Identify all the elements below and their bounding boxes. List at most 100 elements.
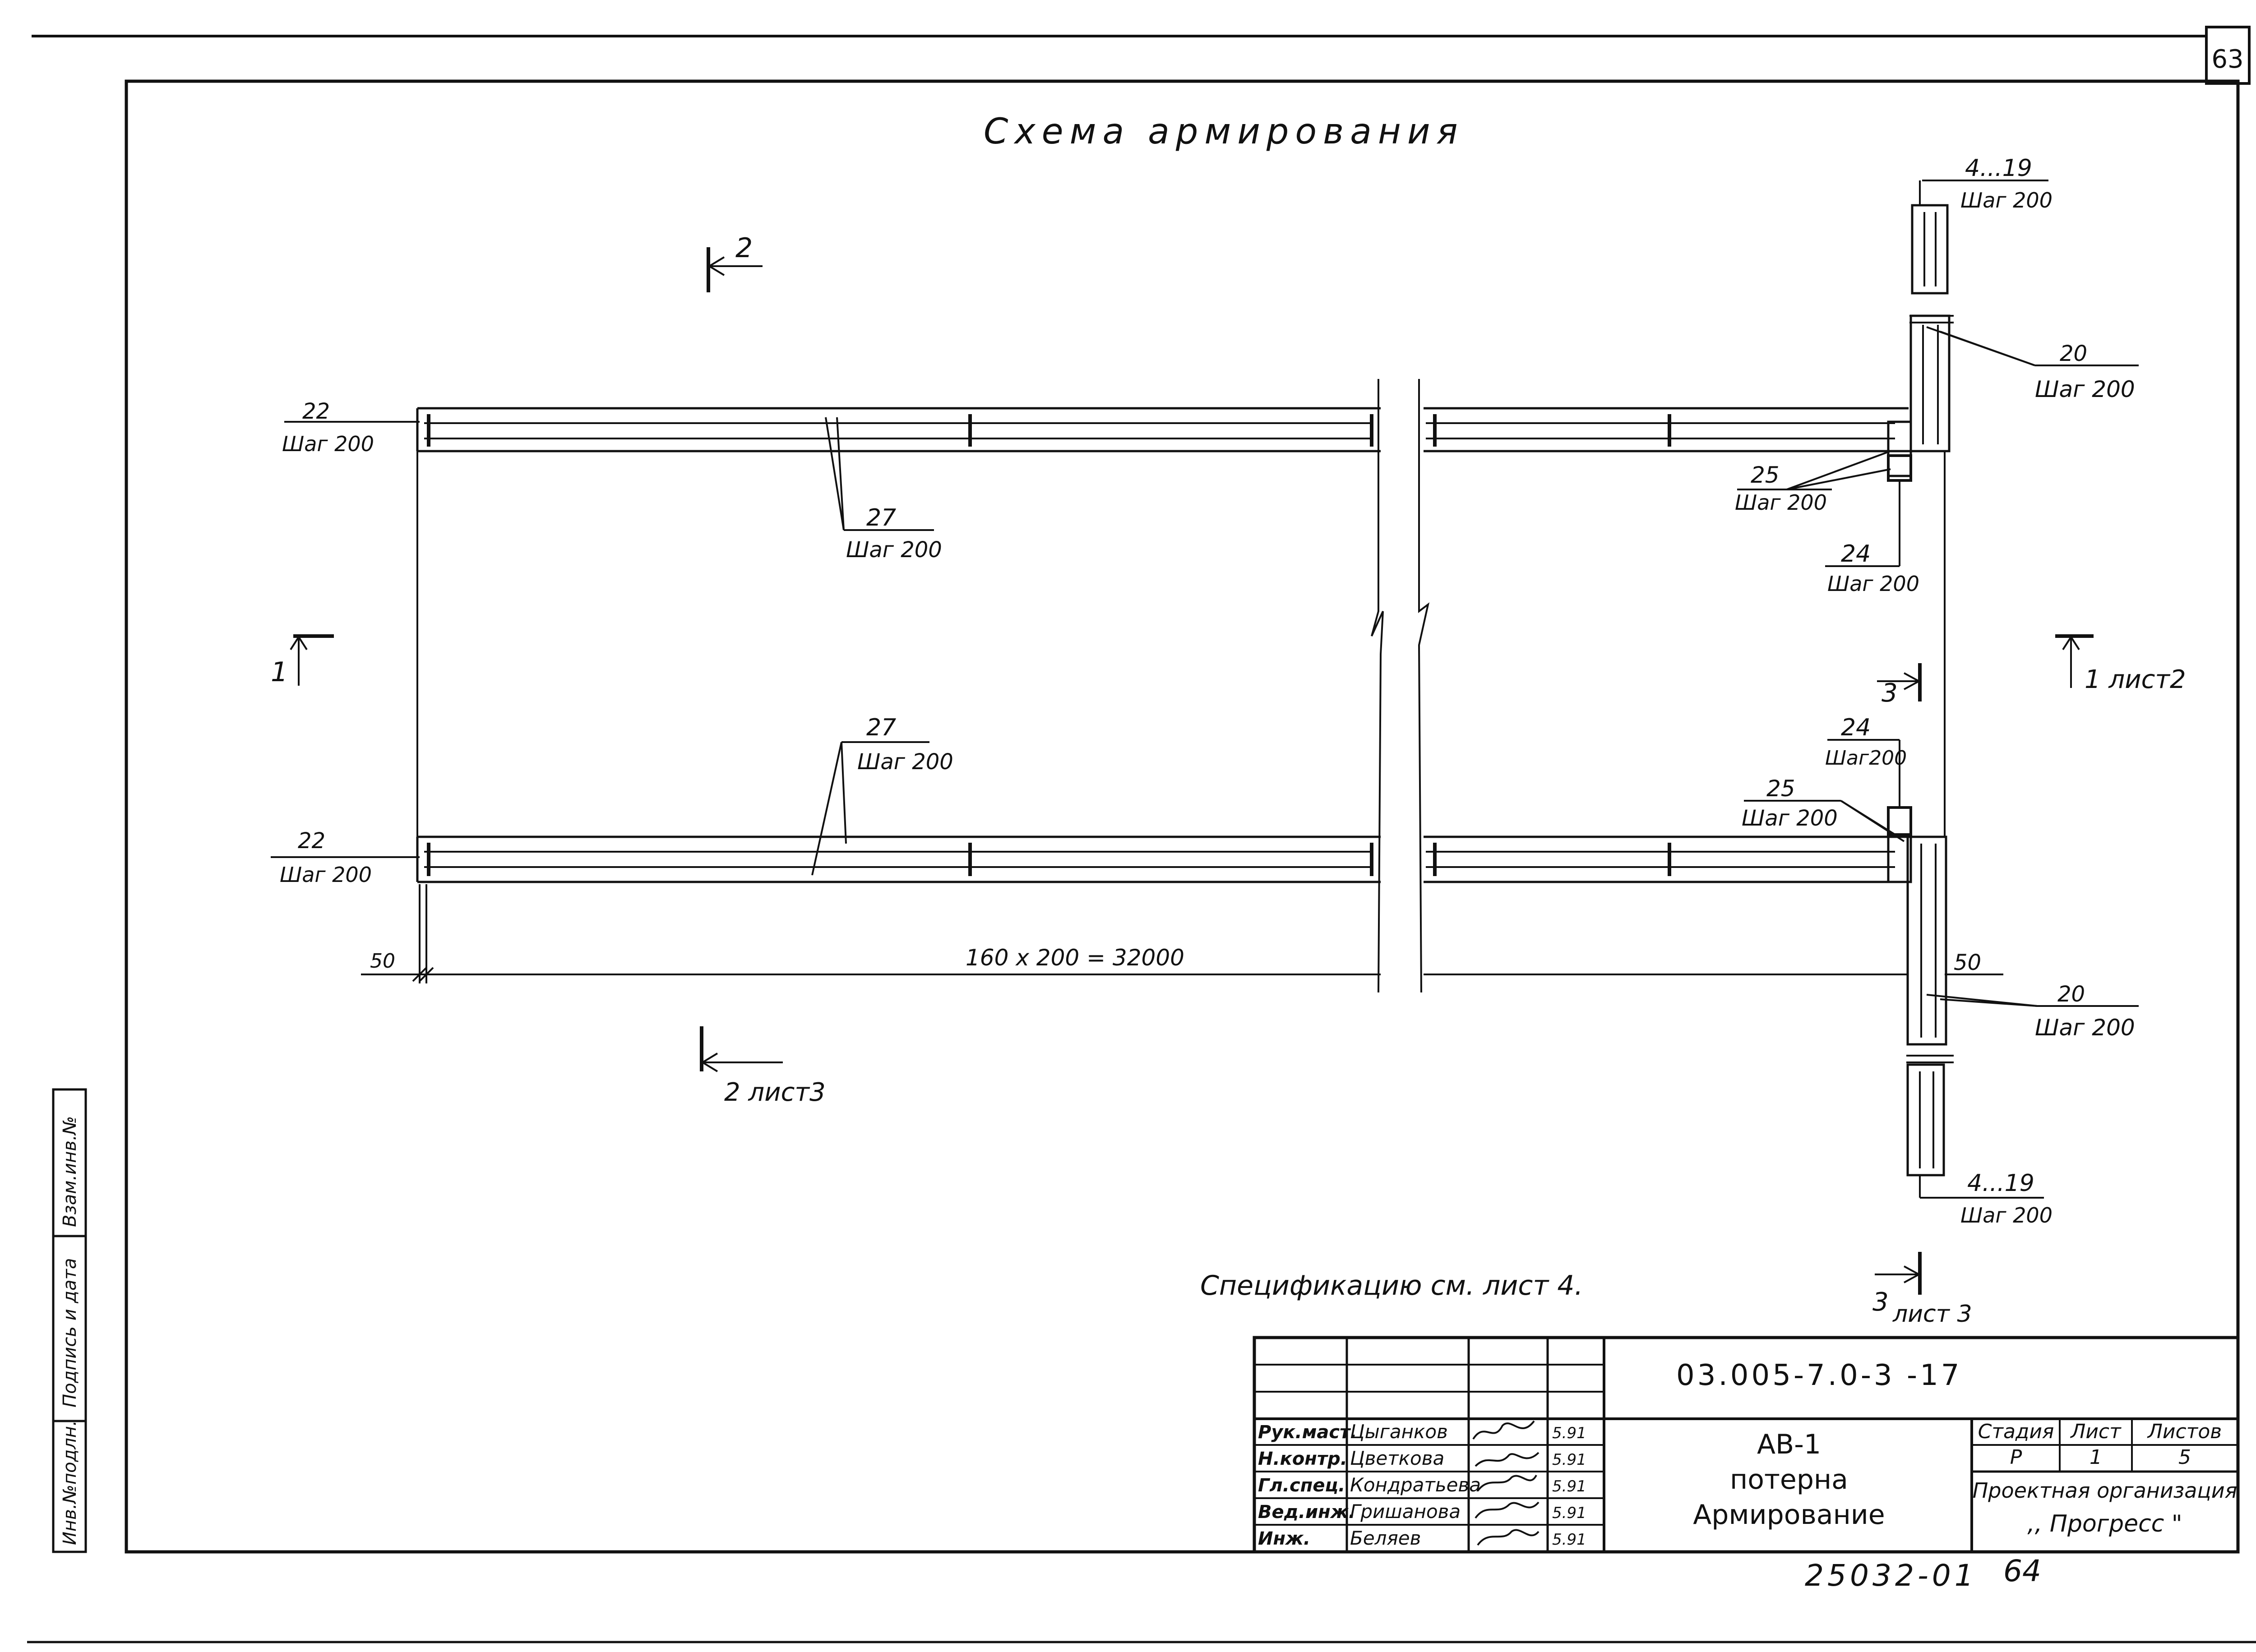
svg-text:20: 20 [2057, 982, 2085, 1007]
label-20-bottom: 20 Шаг 200 [1926, 982, 2139, 1041]
sheets-value: 5 [2178, 1446, 2191, 1469]
object-line-2: потерна [1730, 1464, 1848, 1495]
svg-text:5.91: 5.91 [1552, 1504, 1586, 1522]
svg-text:Шаг 200: Шаг 200 [1735, 490, 1827, 515]
label-20-top: 20 Шаг 200 [1926, 326, 2139, 402]
drawing-title: Схема армирования [984, 111, 1464, 152]
break-line-left [1371, 379, 1384, 993]
label-24-top: 24 Шаг 200 [1825, 540, 1919, 596]
title-block: 03.005-7.0-3 -17 АВ-1 потерна Армировани… [1253, 1336, 2240, 1554]
section-3-bottom-label: 3 [1872, 1287, 1889, 1317]
svg-text:Беляев: Беляев [1350, 1527, 1421, 1549]
svg-text:20: 20 [2060, 341, 2087, 366]
right-lower-column [1887, 740, 1954, 1198]
stage-header: Стадия [1978, 1420, 2054, 1443]
section-3-sheet-label: лист 3 [1892, 1301, 1972, 1328]
label-27-bottom: 27 Шаг 200 [811, 714, 953, 876]
svg-text:Цыганков: Цыганков [1350, 1421, 1448, 1443]
section-1-label: 1 [271, 656, 288, 688]
svg-text:27: 27 [866, 504, 896, 531]
sign-date-label: Подпись и дата [60, 1258, 80, 1407]
side-strip: Инв.№подлн. Подпись и дата Взам.инв.№ [52, 1088, 87, 1553]
label-27-top: 27 Шаг 200 [825, 417, 942, 563]
svg-text:27: 27 [866, 714, 896, 741]
right-upper-column [1887, 180, 1954, 837]
svg-text:22: 22 [298, 828, 325, 854]
org-line-2: ,, Прогресс " [2027, 1510, 2182, 1537]
object-line-1: АВ-1 [1757, 1429, 1821, 1460]
sheets-header: Листов [2147, 1420, 2222, 1443]
svg-text:Гл.спец.: Гл.спец. [1258, 1475, 1345, 1496]
stage-value: Р [2010, 1446, 2022, 1469]
svg-text:24: 24 [1841, 714, 1871, 741]
svg-text:4...19: 4...19 [1967, 1170, 2034, 1197]
svg-text:Шаг 200: Шаг 200 [2035, 1015, 2135, 1041]
sheet-header: Лист [2070, 1420, 2122, 1443]
section-mark-1-right: 1 лист2 [2055, 634, 2186, 694]
svg-text:Шаг 200: Шаг 200 [1742, 806, 1838, 831]
svg-text:24: 24 [1841, 540, 1871, 568]
dim-main: 160 x 200 = 32000 [966, 945, 1184, 971]
page-number-box [2205, 26, 2251, 85]
svg-text:Инж.: Инж. [1258, 1528, 1310, 1549]
svg-text:Рук.маст.: Рук.маст. [1258, 1422, 1357, 1443]
staff-row: Гл.спец. Кондратьева 5.91 [1258, 1474, 1586, 1496]
sheet-border [125, 79, 2240, 1554]
svg-text:Кондратьева: Кондратьева [1350, 1474, 1481, 1496]
label-22-top: 22 Шаг 200 [282, 399, 420, 456]
section-mark-3-top: 3 [1877, 663, 1922, 708]
top-wall [416, 407, 1945, 452]
stamp-number: 25032-01 [1805, 1558, 1977, 1593]
bottom-wall [416, 835, 1945, 883]
section-2-label: 2 [735, 232, 753, 264]
svg-text:5.91: 5.91 [1552, 1531, 1586, 1549]
dim-50-right: 50 [1954, 950, 1981, 975]
stamp-page: 64 [2003, 1554, 2041, 1588]
dimension-line: 50 160 x 200 = 32000 50 [361, 884, 2003, 983]
section-mark-2-bottom: 2 лист3 [700, 1026, 826, 1107]
staff-row: Вед.инж. Гришанова 5.91 [1258, 1500, 1586, 1523]
section-3-label: 3 [1882, 678, 1898, 708]
svg-text:Шаг 200: Шаг 200 [282, 432, 374, 456]
label-25-top: 25 Шаг 200 [1735, 450, 1891, 515]
section-mark-3-bottom: 3 лист 3 [1872, 1252, 1972, 1328]
svg-text:Шаг 200: Шаг 200 [846, 537, 942, 563]
vzam-inv-label: Взам.инв.№ [60, 1116, 80, 1227]
drawing-code: 03.005-7.0-3 -17 [1676, 1359, 1962, 1392]
staff-row: Н.контр. Цветкова 5.91 [1258, 1447, 1586, 1469]
specification-note: Спецификацию см. лист 4. [1200, 1270, 1583, 1301]
label-4-19-bottom: 4...19 Шаг 200 [1920, 1170, 2053, 1227]
break-line-right [1418, 379, 1430, 993]
svg-text:Шаг 200: Шаг 200 [857, 749, 953, 775]
svg-text:25: 25 [1751, 462, 1780, 488]
svg-text:Гришанова: Гришанова [1350, 1500, 1461, 1523]
object-line-3: Армирование [1693, 1499, 1885, 1531]
section-1-sheet-label: 1 лист2 [2085, 665, 2186, 694]
label-25-bottom: 25 Шаг 200 [1742, 775, 1905, 842]
label-24-bottom: 24 Шаг200 [1825, 714, 1907, 770]
svg-text:5.91: 5.91 [1552, 1451, 1586, 1469]
svg-text:5.91: 5.91 [1552, 1477, 1586, 1495]
svg-text:Шаг 200: Шаг 200 [1960, 188, 2053, 212]
svg-text:Шаг 200: Шаг 200 [280, 863, 372, 887]
staff-row: Рук.маст. Цыганков 5.91 [1258, 1421, 1586, 1443]
page-number: 63 [2211, 45, 2243, 74]
signature-marks [1472, 1420, 1539, 1546]
svg-text:Шаг 200: Шаг 200 [2035, 376, 2135, 402]
svg-text:Шаг 200: Шаг 200 [1827, 572, 1919, 596]
section-mark-1-left: 1 [271, 634, 334, 688]
svg-text:5.91: 5.91 [1552, 1424, 1586, 1442]
svg-text:4...19: 4...19 [1965, 155, 2032, 182]
org-line-1: Проектная организация [1973, 1478, 2238, 1503]
staff-row: Инж. Беляев 5.91 [1258, 1527, 1586, 1549]
svg-text:Н.контр.: Н.контр. [1258, 1449, 1347, 1469]
inv-orig-label: Инв.№подлн. [60, 1420, 80, 1545]
svg-text:25: 25 [1766, 775, 1795, 802]
dim-50-left: 50 [370, 950, 395, 973]
svg-text:Цветкова: Цветкова [1350, 1447, 1444, 1469]
section-mark-2-top: 2 [707, 232, 763, 292]
label-22-bottom: 22 Шаг 200 [271, 828, 420, 887]
svg-text:22: 22 [302, 399, 330, 424]
sheet-value: 1 [2090, 1446, 2102, 1469]
